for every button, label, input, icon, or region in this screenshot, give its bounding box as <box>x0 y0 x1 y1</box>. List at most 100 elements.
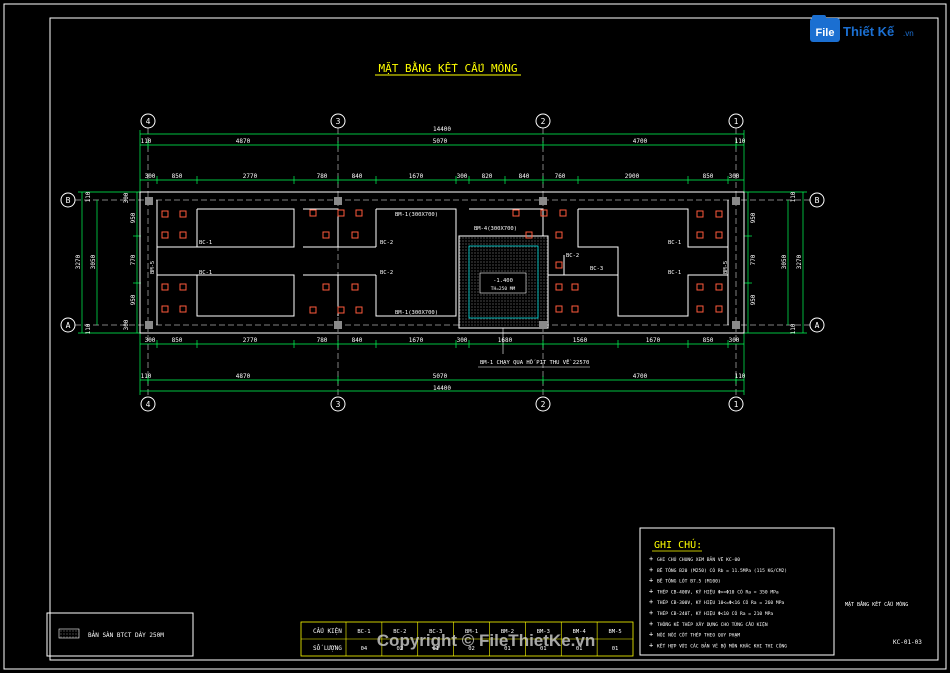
label-bm5-right: BM-5 <box>723 261 729 274</box>
dim-b-4: 840 <box>352 337 363 344</box>
axis-a-right: A <box>815 321 820 330</box>
table-cell: 01 <box>540 646 547 652</box>
note-item: BÊ TÔNG B20 (M250) CÓ Rb = 11.5MPa (115 … <box>657 566 787 574</box>
table-cell: 04 <box>361 646 368 652</box>
note-item: NỐI NỐI CỐT THÉP THEO QUY PHẠM <box>657 631 740 639</box>
dim-t-1: 850 <box>172 173 183 180</box>
axis-b-left: B <box>66 196 71 205</box>
dim-total-top: 14400 <box>433 126 451 133</box>
note-item: KẾT HỢP VỚI CÁC BẢN VẼ BỘ MÔN KHÁC KHI T… <box>657 641 787 649</box>
dim-offset-right-top: 110 <box>735 138 746 145</box>
quantity-table: CẤU KIỆN SỐ LƯỢNG BC-104BC-202BC-301BM-1… <box>300 621 634 657</box>
axis-a-left: A <box>66 321 71 330</box>
dim-b-11: 300 <box>729 337 740 344</box>
dim-b-0: 300 <box>145 337 156 344</box>
note-bullet-icon: + <box>649 577 653 585</box>
copyright-watermark: Copyright © FileThietKe.vn <box>377 631 595 650</box>
note-item: GHI CHÚ CHUNG XEM BẢN VẼ KC-00 <box>657 555 740 563</box>
axis-4-bottom: 4 <box>146 400 151 409</box>
dim-t-2: 2770 <box>243 173 258 180</box>
label-bc2-c: BC-2 <box>566 253 579 259</box>
axis-1-top: 1 <box>734 117 739 126</box>
dim-t-10: 2900 <box>625 173 640 180</box>
label-bc1-b: BC-1 <box>199 270 212 276</box>
pit-note: BM-1 CHẠY QUA HỐ PIT THU VỀ 22570 <box>480 358 589 366</box>
left-dimension-lines <box>78 191 141 334</box>
label-bm1-bottom: BM-1(300X700) <box>395 310 438 316</box>
pit-level: -1.400 <box>493 278 513 284</box>
table-columns: BC-104BC-202BC-301BM-102BM-201BM-301BM-4… <box>345 622 622 656</box>
outer-frame <box>3 3 947 670</box>
logo-brand: Thiết Kế <box>843 24 895 39</box>
dim-b-9: 1670 <box>646 337 661 344</box>
dim-offset-left-top: 110 <box>141 138 152 145</box>
column-footings <box>161 209 723 314</box>
note-bullet-icon: + <box>649 641 653 649</box>
axis-bubbles-bottom: 4 3 2 1 <box>140 396 744 412</box>
logo-tld: .vn <box>903 29 914 38</box>
note-bullet-icon: + <box>649 609 653 617</box>
note-bullet-icon: + <box>649 631 653 639</box>
dim-right-c: 950 <box>750 294 757 305</box>
dim-t-0: 300 <box>145 173 156 180</box>
sheet-code: KC-01-03 <box>893 639 922 646</box>
table-cell: 01 <box>612 646 619 652</box>
table-cell: 01 <box>504 646 511 652</box>
axis-b-right: B <box>815 196 820 205</box>
pit-label-box <box>479 272 527 294</box>
dim-t-7: 820 <box>482 173 493 180</box>
dim-span-2-bottom: 5070 <box>433 373 448 380</box>
dim-left-b: 770 <box>130 254 137 265</box>
corner-columns <box>145 197 740 329</box>
note-bullet-icon: + <box>649 555 653 563</box>
axis-3-top: 3 <box>336 117 341 126</box>
dim-b-8: 1560 <box>573 337 588 344</box>
table-cell: 02 <box>397 646 404 652</box>
dim-total-bottom: 14400 <box>433 385 451 392</box>
note-item: THÉP CB-240T, KÝ HIỆU Φ<10 CÓ Ra = 210 M… <box>657 609 773 617</box>
axis-3-bottom: 3 <box>336 400 341 409</box>
dim-b-10: 850 <box>703 337 714 344</box>
dim-b-1: 850 <box>172 337 183 344</box>
note-item: THỐNG KÊ THÉP XÂY DỰNG CHO TỪNG CẤU KIỆN <box>657 620 768 628</box>
dim-right-e: 110 <box>790 323 797 334</box>
dim-b-5: 1670 <box>409 337 424 344</box>
left-dimension-texts: 3270 3050 950 770 950 110 110 300 300 <box>75 191 137 334</box>
dim-t-3: 780 <box>317 173 328 180</box>
dim-span-3-bottom: 4700 <box>633 373 648 380</box>
dim-left-c: 950 <box>130 294 137 305</box>
dim-b-7: 1680 <box>498 337 513 344</box>
top-dimension-lines <box>139 130 745 195</box>
dim-offset-right-bottom: 110 <box>735 373 746 380</box>
bottom-dimension-texts: 300 850 2770 780 840 1670 300 1680 1560 … <box>141 337 746 392</box>
table-col-header: BM-1 <box>465 629 478 635</box>
note-bullet-icon: + <box>649 566 653 574</box>
note-bullet-icon: + <box>649 598 653 606</box>
dim-left-f: 300 <box>123 192 130 203</box>
label-bc1-c: BC-1 <box>668 240 681 246</box>
note-item: THÉP CB-400V, KÝ HIỆU Φ>=Φ10 CÓ Ra = 350… <box>657 587 779 595</box>
dim-span-1-top: 4870 <box>236 138 251 145</box>
dim-t-5: 1670 <box>409 173 424 180</box>
pit-inner <box>468 245 539 319</box>
table-col-header: BC-3 <box>429 629 442 635</box>
note-item: THÉP CB-300V, KÝ HIỆU 10<=Φ<16 CÓ Ra = 2… <box>657 598 784 606</box>
dim-b-2: 2770 <box>243 337 258 344</box>
dim-left-a: 950 <box>130 212 137 223</box>
dim-right-d: 110 <box>790 191 797 202</box>
logo-file-word: File <box>816 27 835 39</box>
axis-bubbles-side: B A B A <box>60 192 825 333</box>
dim-left-g: 300 <box>123 319 130 330</box>
label-bm4: BM-4(300X700) <box>474 226 517 232</box>
dim-left-axis: 3050 <box>90 254 97 269</box>
axis-4-top: 4 <box>146 117 151 126</box>
table-col-header: BM-2 <box>501 629 514 635</box>
label-bm5-left: BM-5 <box>150 261 156 274</box>
beam-labels: BC-1 BC-1 BC-2 BC-2 BC-2 BC-3 BC-1 BC-1 … <box>150 212 729 316</box>
note-bullet-icon: + <box>649 587 653 595</box>
dim-t-11: 850 <box>703 173 714 180</box>
dim-right-total: 3270 <box>796 254 803 269</box>
dim-left-total: 3270 <box>75 254 82 269</box>
pit-thickness: TH=250 MM <box>491 286 516 292</box>
